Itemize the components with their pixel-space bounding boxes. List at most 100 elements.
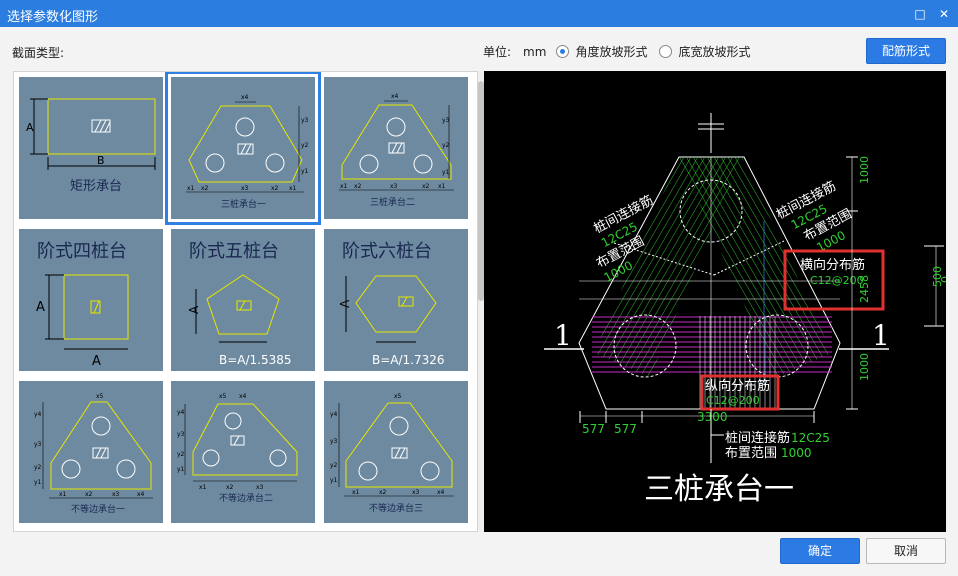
svg-text:y3: y3 [34, 441, 42, 448]
svg-text:A: A [36, 300, 45, 315]
svg-text:y2: y2 [330, 462, 338, 469]
gallery-scrollbar[interactable] [478, 71, 484, 532]
svg-text:x2: x2 [354, 183, 362, 190]
longitudinal-label: 纵向分布筋 [705, 378, 770, 394]
svg-text:x2: x2 [271, 185, 279, 192]
svg-text:y4: y4 [34, 411, 42, 418]
rect-outline [47, 98, 156, 155]
svg-text:y4: y4 [177, 409, 185, 416]
pile-right [745, 314, 809, 378]
radio-angle-slope-label[interactable]: 角度放坡形式 [575, 45, 648, 59]
svg-text:y1: y1 [34, 479, 42, 486]
bottom-range-label: 布置范围 [725, 446, 777, 461]
tile-stepped-four-pile[interactable]: 阶式四桩台 A A [19, 229, 163, 371]
bottom-range-value: 1000 [781, 446, 812, 460]
svg-text:y3: y3 [442, 117, 450, 124]
cap-outline [345, 402, 453, 488]
pile-left [613, 314, 677, 378]
tile-unequal-cap-2[interactable]: x5 x4 y4 y3 y2 y1 x1 x2 x3 不等边承台二 [171, 381, 315, 523]
svg-text:x1: x1 [438, 183, 446, 190]
tile-title: 阶式四桩台 [37, 241, 127, 262]
svg-text:A: A [187, 305, 201, 314]
tile-three-pile-cap-2[interactable]: x4 x1 x2 x3 x2 x1 y3 y2 y1 三桩承台二 [324, 77, 468, 219]
rebar-form-button[interactable]: 配筋形式 [866, 38, 946, 64]
radio-width-slope-label[interactable]: 底宽放坡形式 [678, 45, 751, 59]
cap-outline [192, 403, 298, 476]
svg-text:B=A/1.7326: B=A/1.7326 [372, 353, 445, 367]
transverse-label: 横向分布筋 [800, 257, 865, 273]
title-bar: 选择参数化图形 □ ✕ [0, 0, 958, 27]
tile-three-pile-cap-1[interactable]: x4 x1 x2 x3 x2 x1 y3 y2 y1 三桩承台一 [165, 72, 321, 225]
bottom-rebar-spec: 12C25 [791, 431, 830, 445]
cap-outline [578, 156, 841, 410]
dim-b-label: B [97, 154, 105, 167]
svg-text:y1: y1 [330, 477, 338, 484]
tile-unequal-cap-3[interactable]: x5 y4 y3 y2 y1 x1 x2 x3 x4 不等边承台三 [324, 381, 468, 523]
svg-text:x4: x4 [391, 93, 399, 100]
svg-text:x4: x4 [241, 94, 249, 101]
svg-text:y1: y1 [301, 168, 309, 175]
dim-2458: 2458 [858, 275, 871, 303]
tile-rect-cap[interactable]: A B 矩形承台 [19, 77, 163, 219]
svg-text:x4: x4 [137, 491, 145, 498]
radio-angle-slope[interactable] [556, 45, 570, 58]
section-type-label: 截面类型: [12, 46, 65, 60]
svg-text:x4: x4 [437, 489, 445, 496]
tile-stepped-six-pile[interactable]: 阶式六桩台 A B=A/1.7326 [324, 229, 468, 371]
svg-text:x3: x3 [390, 183, 398, 190]
svg-text:x5: x5 [219, 393, 227, 400]
unit-group: 单位: mm 角度放坡形式 底宽放坡形式 [483, 43, 750, 60]
dim-1000-bottom: 1000 [858, 353, 871, 381]
svg-text:y2: y2 [34, 464, 42, 471]
svg-text:y3: y3 [301, 117, 309, 124]
longitudinal-highlight-box [700, 374, 780, 411]
svg-text:x1: x1 [199, 484, 207, 491]
svg-text:x5: x5 [394, 393, 402, 400]
svg-text:x1: x1 [187, 185, 195, 192]
dim-500: 500 [931, 266, 944, 287]
svg-text:x3: x3 [256, 484, 264, 491]
dim-1000-top: 1000 [858, 156, 871, 184]
tile-caption: 三桩承台一 [221, 198, 266, 210]
maximize-icon[interactable]: □ [914, 7, 926, 21]
svg-text:x2: x2 [201, 185, 209, 192]
tile-unequal-cap-1[interactable]: x5 y4 y3 y2 y1 x1 x2 x3 x4 不等边承台一 [19, 381, 163, 523]
svg-text:x3: x3 [412, 489, 420, 496]
radio-width-slope[interactable] [659, 45, 673, 58]
cap-outline [206, 274, 280, 335]
svg-text:x1: x1 [340, 183, 348, 190]
cancel-button[interactable]: 取消 [866, 538, 946, 564]
svg-text:A: A [92, 354, 101, 369]
svg-text:x1: x1 [289, 185, 297, 192]
svg-text:x3: x3 [241, 185, 249, 192]
cad-preview: 1 1 桩间连接筋 12C25 布置范围 1000 桩间连接筋 12C25 布置… [484, 71, 946, 532]
svg-text:x2: x2 [85, 491, 93, 498]
cap-outline [63, 274, 129, 340]
options-bar: 截面类型: 单位: mm 角度放坡形式 底宽放坡形式 配筋形式 [0, 27, 958, 71]
svg-text:x1: x1 [59, 491, 67, 498]
tile-caption: 不等边承台二 [219, 492, 273, 504]
svg-text:x2: x2 [226, 484, 234, 491]
svg-text:y3: y3 [177, 431, 185, 438]
svg-text:x2: x2 [379, 489, 387, 496]
cap-outline [355, 275, 437, 333]
svg-text:x2: x2 [422, 183, 430, 190]
svg-text:y1: y1 [442, 169, 450, 176]
transverse-highlight-box [783, 249, 885, 311]
svg-text:x1: x1 [352, 489, 360, 496]
dim-a-label: A [26, 121, 34, 134]
tile-caption: 不等边承台一 [71, 503, 125, 515]
svg-text:y2: y2 [442, 142, 450, 149]
unit-value: mm [523, 44, 547, 59]
shape-gallery: A B 矩形承台 x4 x1 x2 x3 [13, 71, 478, 532]
close-icon[interactable]: ✕ [938, 7, 950, 21]
svg-text:y4: y4 [330, 411, 338, 418]
ok-button[interactable]: 确定 [780, 538, 860, 564]
preview-title: 三桩承台一 [644, 472, 794, 507]
tile-stepped-five-pile[interactable]: 阶式五桩台 A B=A/1.5385 [171, 229, 315, 371]
scrollbar-thumb[interactable] [478, 81, 484, 301]
svg-text:y2: y2 [301, 142, 309, 149]
dim-577-a: 577 [582, 422, 605, 436]
tile-title: 阶式五桩台 [189, 241, 279, 262]
cap-outline [341, 104, 452, 180]
